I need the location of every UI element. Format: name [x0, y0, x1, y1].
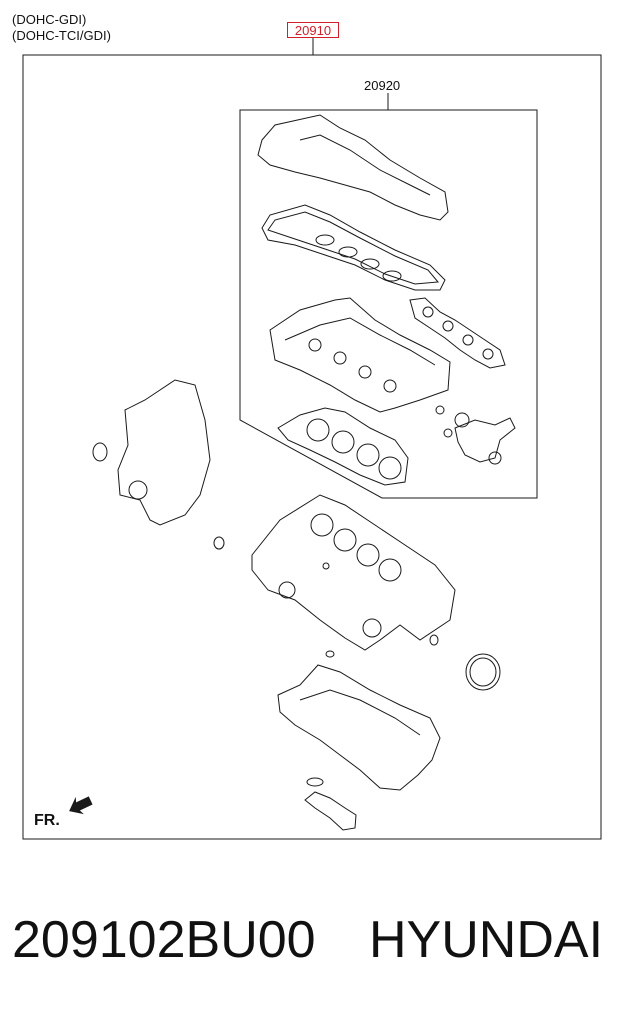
o-ring — [488, 451, 502, 465]
rear-main-seal-inner — [469, 657, 497, 687]
brand-name: HYUNDAI — [369, 911, 604, 969]
water-outlet-housing — [454, 417, 516, 463]
cylinder-head — [269, 297, 451, 413]
crank-bore — [362, 618, 382, 638]
valve-cover-gasket-inner — [267, 211, 439, 285]
timing-cover — [117, 379, 211, 526]
gasket-bore — [356, 443, 380, 467]
block-bore — [356, 543, 380, 567]
head-bore — [383, 379, 397, 393]
oil-strainer — [304, 791, 357, 831]
head-bore — [358, 365, 372, 379]
port-hole — [442, 320, 454, 332]
head-bore — [308, 338, 322, 352]
crank-bore — [278, 581, 296, 599]
head-gasket — [277, 407, 409, 486]
valve-cover-gasket — [261, 204, 446, 291]
head-bore — [333, 351, 347, 365]
plug-seal — [382, 270, 402, 282]
block-bore — [333, 528, 357, 552]
block-bore — [378, 558, 402, 582]
plug-seal — [315, 234, 335, 246]
gasket-bore — [331, 430, 355, 454]
port-hole — [422, 306, 434, 318]
variant-label-2: (DOHC-TCI/GDI) — [12, 28, 111, 43]
oil-pan-flange — [299, 689, 421, 736]
o-ring — [443, 428, 453, 438]
strainer-gasket — [306, 777, 324, 787]
sub-part-callout[interactable]: 20920 — [364, 78, 401, 93]
sub-kit-frame — [239, 109, 538, 499]
rear-main-seal — [465, 653, 501, 691]
gasket-bore — [378, 456, 402, 480]
o-ring — [454, 412, 470, 428]
outer-frame — [22, 54, 602, 840]
o-ring — [213, 536, 225, 550]
valve-cover-ridge — [299, 134, 431, 196]
front-seal — [92, 442, 108, 462]
variant-label-1: (DOHC-GDI) — [12, 12, 87, 27]
timing-cover-seal-bore — [128, 480, 148, 500]
part-footer: 209102BU00 HYUNDAI — [12, 905, 612, 975]
cylinder-block — [251, 494, 456, 651]
block-bore — [310, 513, 334, 537]
plug-seal — [360, 258, 380, 270]
o-ring — [429, 634, 439, 646]
small-plug — [322, 562, 330, 570]
port-hole — [462, 334, 474, 346]
oil-pan — [277, 664, 441, 791]
o-ring — [435, 405, 445, 415]
engine-variants: (DOHC-GDI) (DOHC-TCI/GDI) — [12, 12, 111, 44]
o-ring — [325, 650, 335, 658]
front-direction-label: FR. — [34, 812, 60, 829]
plug-seal — [338, 246, 358, 258]
part-number: 209102BU00 — [12, 911, 316, 969]
valve-cover — [257, 114, 449, 221]
cylinder-head-cams — [284, 317, 436, 366]
front-arrow-icon — [69, 796, 93, 815]
gasket-bore — [306, 418, 330, 442]
exhaust-manifold-gasket — [409, 297, 506, 369]
port-hole — [482, 348, 494, 360]
main-part-callout[interactable]: 20910 — [287, 22, 339, 38]
